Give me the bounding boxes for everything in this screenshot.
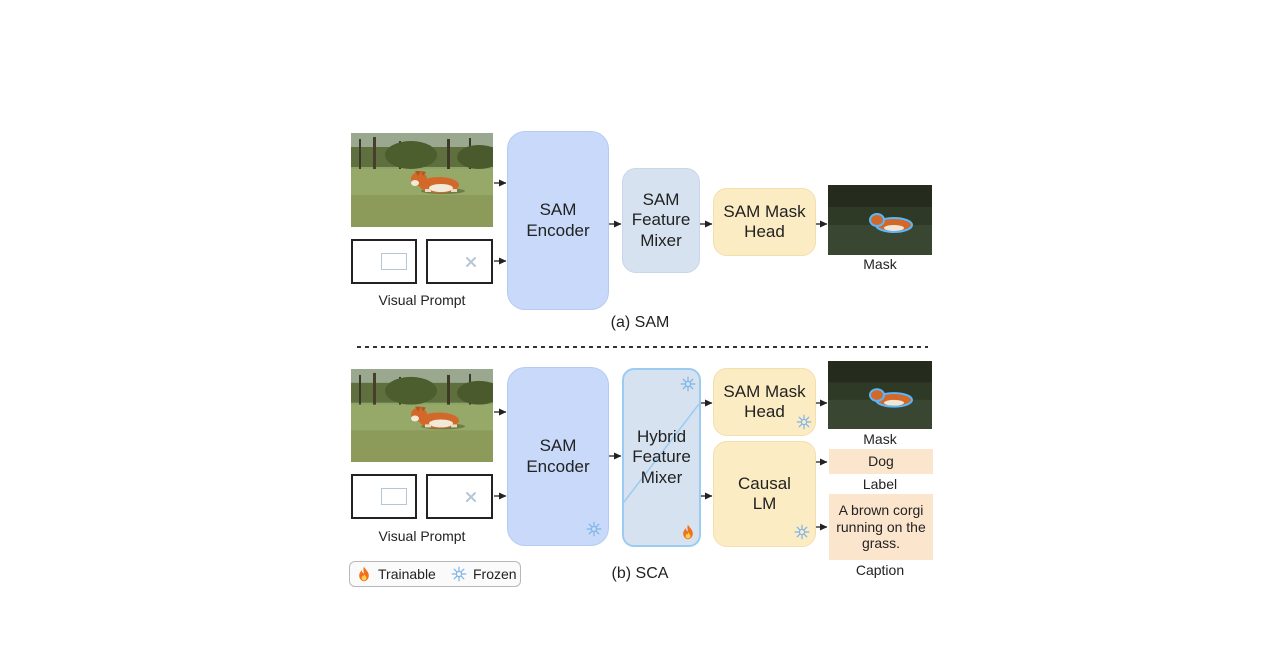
snowflake-icon [794, 524, 810, 540]
caption-output-value: A brown corgi running on the grass. [836, 501, 926, 552]
causal-lm-label: Causal LM [738, 473, 791, 513]
snowflake-icon [796, 414, 812, 430]
visual-prompt-point [426, 239, 493, 284]
sam-mask-head-sca: SAM Mask Head [713, 368, 816, 436]
hybrid-feature-mixer-label: Hybrid Feature Mixer [632, 427, 691, 487]
causal-lm: Causal LM [713, 441, 816, 547]
hybrid-split-line [624, 403, 699, 503]
mask-label-sca: Mask [863, 431, 897, 447]
fire-icon [680, 524, 696, 540]
sam-encoder-label-sca: SAM Encoder [526, 436, 590, 476]
sam-encoder: SAM Encoder [507, 131, 609, 310]
snowflake-icon [451, 566, 467, 582]
visual-prompt-label: Visual Prompt [378, 292, 466, 308]
visual-prompt-point-sca [426, 474, 493, 519]
sam-feature-mixer: SAM Feature Mixer [622, 168, 700, 273]
mask-label: Mask [863, 256, 897, 272]
legend-frozen-label: Frozen [473, 566, 517, 582]
fire-icon [356, 566, 372, 582]
caption-output-box: A brown corgi running on the grass. [829, 494, 933, 560]
snowflake-icon [680, 376, 696, 392]
mask-output-image [828, 185, 932, 255]
sam-mask-head: SAM Mask Head [713, 188, 816, 256]
legend-trainable-label: Trainable [378, 566, 436, 582]
hybrid-feature-mixer: Hybrid Feature Mixer [622, 368, 701, 547]
figure-caption-sca: (b) SCA [611, 565, 669, 582]
label-output-value: Dog [868, 453, 894, 470]
legend: Trainable Frozen [349, 561, 521, 587]
sam-mask-head-label-sca: SAM Mask Head [723, 381, 806, 421]
sam-feature-mixer-label: SAM Feature Mixer [631, 190, 691, 250]
sam-mask-head-label: SAM Mask Head [723, 201, 806, 241]
input-image-corgi-sca [351, 369, 493, 462]
caption-output-label: Caption [855, 562, 905, 578]
input-image-corgi [351, 133, 493, 227]
snowflake-icon [586, 521, 602, 537]
mask-output-image-sca [828, 361, 932, 429]
sam-encoder-sca: SAM Encoder [507, 367, 609, 546]
sam-encoder-label: SAM Encoder [526, 200, 590, 240]
label-output-label: Label [862, 476, 898, 492]
visual-prompt-label-sca: Visual Prompt [378, 528, 466, 544]
visual-prompt-box-sca [351, 474, 417, 519]
label-output-box: Dog [829, 449, 933, 474]
visual-prompt-box [351, 239, 417, 284]
figure-caption-sam: (a) SAM [610, 314, 670, 331]
